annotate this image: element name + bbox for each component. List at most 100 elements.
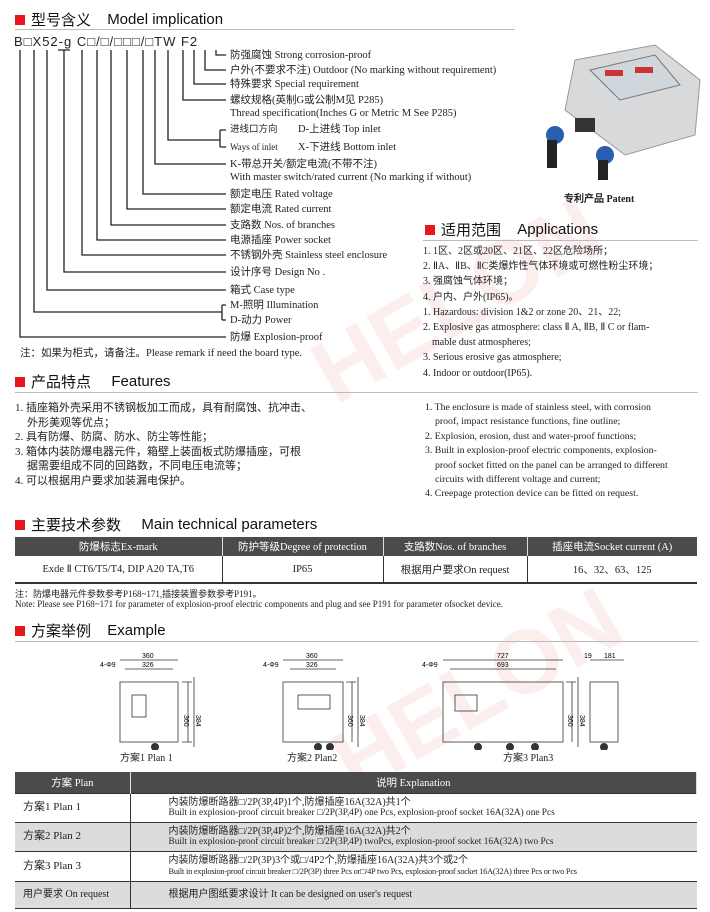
explanation-cn: 根据用户图纸要求设计 It can be designed on user's … <box>168 889 413 900</box>
label-voltage: 额定电压 Rated voltage <box>230 189 333 200</box>
bullet-square-icon <box>15 376 25 387</box>
section-model-title: 型号含义 Model implication <box>15 9 223 30</box>
list-item: 据需要组成不同的回路数，不同电压电流等； <box>27 460 247 473</box>
label-stainless: 不锈钢外壳 Stainless steel enclosure <box>230 250 388 261</box>
label-top: D-上进线 Top inlet <box>298 124 381 135</box>
divider <box>15 641 698 642</box>
label-inlet-en: Ways of inlet <box>230 142 278 152</box>
dim-hole: 4-Φ9 <box>422 662 438 669</box>
caption-plan3: 方案3 Plan3 <box>503 753 554 764</box>
plan-name: 用户要求 On request <box>15 880 131 908</box>
label-k-en: With master switch/rated current (No mar… <box>230 172 472 183</box>
list-item: 2. 具有防爆、防腐、防水、防尘等性能； <box>15 431 213 444</box>
label-k-cn: K-带总开关/额定电流(不带不注) <box>230 159 377 170</box>
list-item: 3. Serious erosive gas atmosphere; <box>423 352 562 364</box>
dim-depth-2: 181 <box>604 653 616 660</box>
technical-note-en: Note: Please see P168~171 for parameter … <box>15 599 503 609</box>
applications-list: 1. 1区、2区或20区、21区、22区危险场所； 2. ⅡA、ⅡB、ⅡC类爆炸… <box>423 244 658 381</box>
plan-table: 方案 Plan 说明 Explanation 方案1 Plan 1 内装防爆断路… <box>15 772 697 909</box>
dim-height: 360 <box>182 715 189 727</box>
label-socket: 电源插座 Power socket <box>230 235 331 246</box>
table-row: 方案1 Plan 1 内装防爆断路器□/2P(3P,4P)1个,防爆插座16A(… <box>15 792 697 822</box>
column-header: 说明 Explanation <box>130 772 697 793</box>
dim-height-total: 384 <box>578 715 585 727</box>
plan-explanation: 根据用户图纸要求设计 It can be designed on user's … <box>130 880 697 908</box>
dim-height-total: 384 <box>358 715 365 727</box>
technical-table: 防爆标志Ex-mark 防护等级Degree of protection 支路数… <box>15 537 697 584</box>
list-item: 2. ⅡA、ⅡB、ⅡC类爆炸性气体环境或可燃性粉尘环境； <box>423 261 659 273</box>
list-item: 1. 1区、2区或20区、21区、22区危险场所； <box>423 246 613 257</box>
label-thread-cn: 螺纹规格(英制G或公制M见 P285) <box>230 95 384 106</box>
divider <box>423 240 698 241</box>
section-example-title: 方案举例 Example <box>15 620 166 641</box>
caption-plan2: 方案2 Plan2 <box>287 753 338 764</box>
list-item: 3. 强腐蚀气体环境； <box>423 276 513 288</box>
explanation-cn: 内装防爆断路器□/2P(3P)3个或□/4P2个,防爆插座16A(32A)共3个… <box>168 855 469 866</box>
product-caption: 专利产品 Patent <box>564 194 635 205</box>
list-item: 1. 插座箱外壳采用不锈钢板加工而成，具有耐腐蚀、抗冲击、 <box>15 402 312 414</box>
dim-width: 727 <box>497 653 509 660</box>
product-image <box>546 44 701 180</box>
table-cell: IP65 <box>222 556 384 583</box>
explanation-cn: 内装防爆断路器□/2P(3P,4P)1个,防爆插座16A(32A)共1个 <box>168 796 411 808</box>
list-item: 3. Built in explosion-proof electric com… <box>425 445 657 457</box>
list-item: 1. The enclosure is made of stainless st… <box>425 402 651 413</box>
label-explosion: 防爆 Explosion-proof <box>230 332 323 343</box>
caption-plan1: 方案1 Plan 1 <box>120 753 173 764</box>
column-header: 支路数Nos. of branches <box>383 537 528 556</box>
plan-name: 方案2 Plan 2 <box>15 821 131 851</box>
table-row: 用户要求 On request 根据用户图纸要求设计 It can be des… <box>15 880 697 908</box>
label-case: 箱式 Case type <box>230 285 295 296</box>
list-item: proof socket fitted on the panel can be … <box>435 459 668 471</box>
technical-note-cn: 注：防爆电器元件参数参考P168~171,插接装置参数参考P191。 <box>15 589 262 599</box>
explanation-cn: 内装防爆断路器□/2P(3P,4P)2个,防爆插座16A(32A)共2个 <box>168 825 411 837</box>
column-header: 方案 Plan <box>15 772 131 793</box>
list-item: 4. Creepage protection device can be fit… <box>425 488 639 500</box>
label-illum: M-照明 Illumination <box>230 300 319 311</box>
label-bottom: X-下进线 Bottom inlet <box>298 142 396 153</box>
section-applications-title: 适用范围 Applications <box>425 219 598 240</box>
title-en: Features <box>111 373 171 390</box>
bullet-square-icon <box>15 519 25 530</box>
divider <box>15 392 698 393</box>
section-technical-title: 主要技术参数 Main technical parameters <box>15 514 317 535</box>
dim-width: 360 <box>306 653 318 660</box>
model-code: B□X52-g C□/□/□□□/□TW F2 <box>14 34 199 49</box>
list-item: 4. 可以根据用户要求加装漏电保护。 <box>15 474 191 487</box>
title-en: Example <box>107 622 166 639</box>
explanation-en: Built in explosion-proof circuit breaker… <box>168 836 554 847</box>
features-cn-list: 1. 插座箱外壳采用不锈钢板加工而成，具有耐腐蚀、抗冲击、 外形美观等优点； 2… <box>15 401 312 489</box>
list-item: mable dust atmospheres; <box>432 337 531 349</box>
model-tree-lines <box>19 49 226 338</box>
section-features-title: 产品特点 Features <box>15 371 171 392</box>
title-cn: 主要技术参数 <box>31 517 122 534</box>
explanation-en: Built in explosion-proof circuit breaker… <box>168 807 555 818</box>
label-design: 设计序号 Design No . <box>230 267 326 278</box>
title-cn: 适用范围 <box>441 222 502 239</box>
dim-width-inner: 326 <box>306 662 318 669</box>
explanation-en: Built in explosion-proof circuit breaker… <box>168 867 578 876</box>
label-branches: 支路数 Nos. of branches <box>230 220 335 231</box>
list-item: 1. Hazardous: division 1&2 or zone 20、21… <box>423 306 622 318</box>
dim-depth-1: 19 <box>584 653 592 660</box>
list-item: 3. 箱体内装防爆电器元件，箱壁上装面板式防爆插座，可根 <box>15 445 301 458</box>
dim-height: 360 <box>566 715 573 727</box>
table-cell: Exde Ⅱ CT6/T5/T4, DIP A20 TA,T6 <box>15 556 223 583</box>
table-row: 方案2 Plan 2 内装防爆断路器□/2P(3P,4P)2个,防爆插座16A(… <box>15 821 697 851</box>
label-outdoor: 户外(不要求不注) Outdoor (No marking without re… <box>230 65 497 76</box>
title-en: Applications <box>517 221 599 238</box>
table-cell: 16、32、63、125 <box>572 564 652 576</box>
side-view-box <box>589 681 619 743</box>
list-item: proof, impact resistance functions, fine… <box>435 416 621 428</box>
title-cn: 型号含义 <box>31 12 92 29</box>
plan2-box <box>282 681 344 743</box>
features-en-list: 1. The enclosure is made of stainless st… <box>425 401 668 502</box>
title-cn: 产品特点 <box>31 374 92 391</box>
list-item: 4. 户内、户外(IP65)。 <box>423 291 519 303</box>
dim-hole: 4-Φ9 <box>263 662 279 669</box>
list-item: 外形美观等优点； <box>27 416 115 429</box>
label-current: 额定电流 Rated current <box>230 204 332 215</box>
label-power: D-动力 Power <box>230 315 292 326</box>
model-note: 注：如果为柜式，请备注。Please remark if need the bo… <box>20 348 302 359</box>
